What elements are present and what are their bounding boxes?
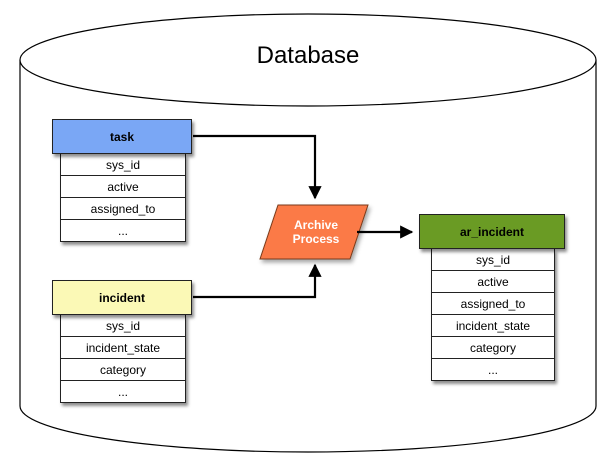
table-incident-field: ... bbox=[117, 384, 128, 399]
archive-process-label-line1: Archive bbox=[293, 218, 339, 232]
table-ar-incident-field: assigned_to bbox=[432, 293, 554, 315]
table-incident[interactable]: incident sys_id incident_state category … bbox=[52, 280, 192, 403]
table-incident-field: category bbox=[61, 359, 185, 381]
table-incident-fields: sys_id incident_state category ... bbox=[60, 315, 186, 403]
table-task[interactable]: task sys_id active assigned_to ... bbox=[52, 119, 192, 242]
database-title: Database bbox=[256, 42, 360, 69]
table-task-field: ... bbox=[117, 223, 128, 238]
table-ar-incident-field: active bbox=[432, 271, 554, 293]
table-task-fields: sys_id active assigned_to ... bbox=[60, 154, 186, 242]
table-ar-incident-field: ... bbox=[487, 362, 498, 377]
table-incident-header[interactable]: incident bbox=[52, 280, 192, 315]
table-incident-field: sys_id bbox=[61, 315, 185, 337]
table-ar-incident-fields: sys_id active assigned_to incident_state… bbox=[431, 249, 555, 381]
connector-incident-to-process bbox=[193, 263, 322, 299]
table-task-field: sys_id bbox=[61, 154, 185, 176]
table-ar-incident-field: incident_state bbox=[432, 315, 554, 337]
table-ar-incident-field: category bbox=[432, 337, 554, 359]
connector-task-to-process bbox=[193, 134, 322, 200]
archive-process-label-line2: Process bbox=[292, 232, 340, 246]
table-task-field: active bbox=[61, 176, 185, 198]
table-incident-field: incident_state bbox=[61, 337, 185, 359]
table-task-header[interactable]: task bbox=[52, 119, 192, 154]
table-ar-incident-field: sys_id bbox=[432, 249, 554, 271]
database-cylinder-top bbox=[19, 13, 597, 107]
table-ar-incident[interactable]: ar_incident sys_id active assigned_to in… bbox=[419, 214, 565, 381]
table-task-field: assigned_to bbox=[61, 198, 185, 220]
archive-process-label: Archive Process bbox=[262, 218, 370, 246]
table-ar-incident-header[interactable]: ar_incident bbox=[419, 214, 565, 249]
archive-process-shape[interactable] bbox=[259, 204, 369, 260]
